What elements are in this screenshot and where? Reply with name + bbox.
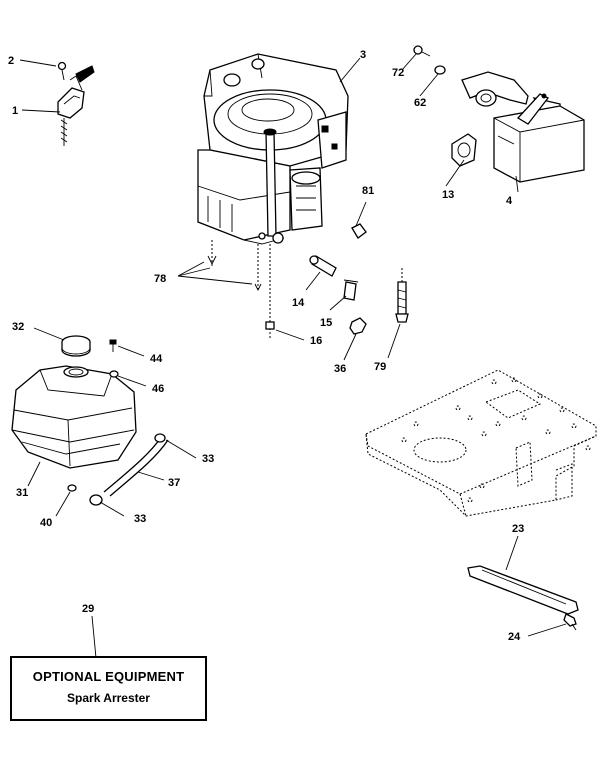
spark-arrester-label: Spark Arrester (67, 691, 150, 705)
part-number-46: 46 (152, 383, 164, 395)
part-number-13: 13 (442, 189, 454, 201)
fuel-tank-drawing (11, 335, 169, 506)
leader-lines (19, 59, 61, 113)
leader-lines (339, 57, 361, 83)
part-number-3: 3 (360, 49, 366, 61)
part-number-15: 15 (320, 317, 332, 329)
part-number-4: 4 (506, 195, 513, 207)
part-number-2: 2 (8, 55, 14, 67)
part-number-14: 14 (292, 297, 305, 309)
part-number-62: 62 (414, 97, 426, 109)
hardware-drawing (305, 201, 409, 361)
part-number-37: 37 (168, 477, 180, 489)
part-number-81: 81 (362, 185, 374, 197)
muffler-drawing (413, 45, 585, 183)
part-number-36: 36 (334, 363, 346, 375)
part-number-16: 16 (310, 335, 322, 347)
chassis-plate-drawing (365, 369, 597, 517)
part-number-72: 72 (392, 67, 404, 79)
part-number-1: 1 (12, 105, 18, 117)
part-number-33-lower: 33 (134, 513, 146, 525)
leader-lines (401, 53, 519, 193)
part-number-31: 31 (16, 487, 28, 499)
optional-equipment-title: OPTIONAL EQUIPMENT (32, 669, 185, 684)
part-number-23: 23 (512, 523, 524, 535)
leader-lines (91, 535, 567, 659)
engine-drawing (197, 53, 349, 340)
part-number-40: 40 (40, 517, 52, 529)
part-number-24: 24 (508, 631, 521, 643)
part-number-44: 44 (150, 353, 163, 365)
part-number-29: 29 (82, 603, 94, 615)
leader-lines (177, 261, 305, 341)
leader-lines (27, 327, 197, 517)
part-number-32: 32 (12, 321, 24, 333)
rear-plate-drawing (467, 565, 579, 631)
part-number-79: 79 (374, 361, 386, 373)
throttle-control-drawing (57, 61, 95, 146)
part-number-33-upper: 33 (202, 453, 214, 465)
optional-equipment-box: OPTIONAL EQUIPMENT Spark Arrester (10, 656, 207, 721)
part-number-78: 78 (154, 273, 166, 285)
